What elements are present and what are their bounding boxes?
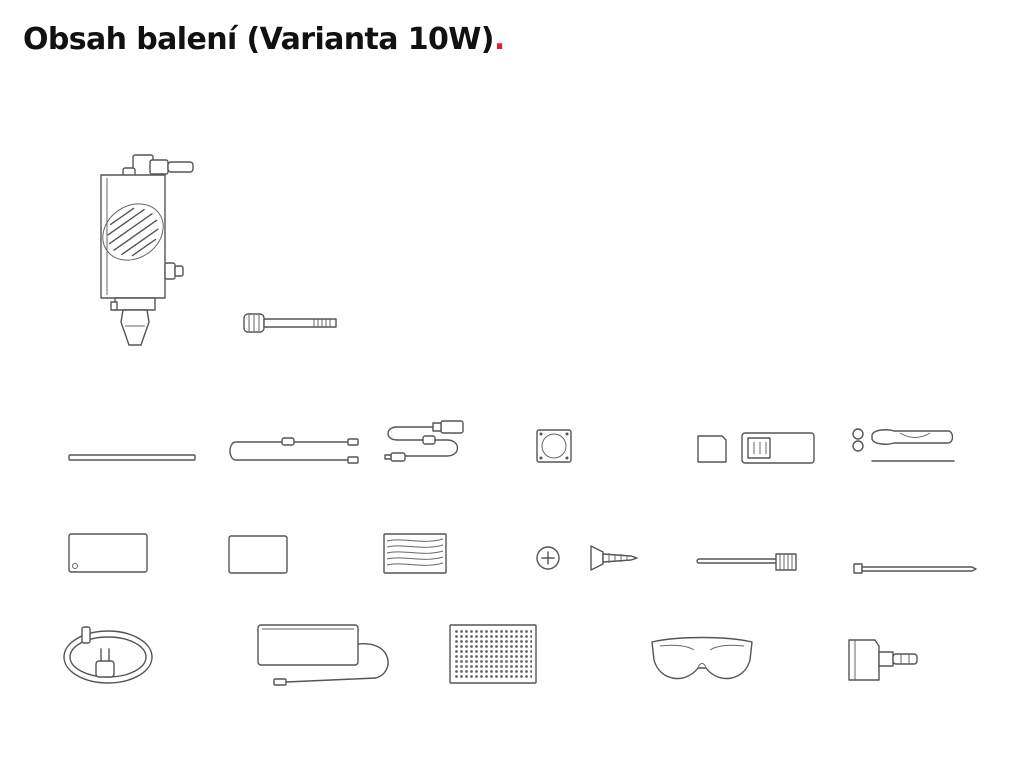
thumb-screw-icon	[240, 310, 340, 336]
laser-module-icon	[95, 150, 205, 350]
honeycomb-panel-icon	[449, 624, 539, 686]
square-plate-icon	[535, 428, 575, 464]
cleaning-brush-icon	[696, 550, 800, 574]
power-adapter-icon	[256, 622, 396, 688]
test-plate-icon	[68, 533, 150, 575]
safety-goggles-icon	[648, 636, 756, 688]
usb-cable-icon	[383, 418, 468, 466]
sd-card-and-reader-icon	[696, 430, 818, 466]
wood-board-icon	[383, 533, 449, 575]
title-dot: .	[493, 22, 505, 57]
test-card-icon	[228, 535, 290, 575]
screwdriver-set-icon	[850, 425, 960, 465]
countersunk-screw-icon	[535, 542, 641, 574]
page-title-text: Obsah balení (Varianta 10W)	[23, 22, 495, 57]
air-assist-nozzle-icon	[845, 636, 925, 686]
metal-rod-icon	[68, 452, 198, 464]
cable-tie-icon	[852, 562, 978, 576]
power-cord-icon	[60, 625, 156, 689]
page-title: Obsah balení (Varianta 10W).	[23, 22, 505, 57]
connecting-cable-icon	[228, 436, 363, 466]
